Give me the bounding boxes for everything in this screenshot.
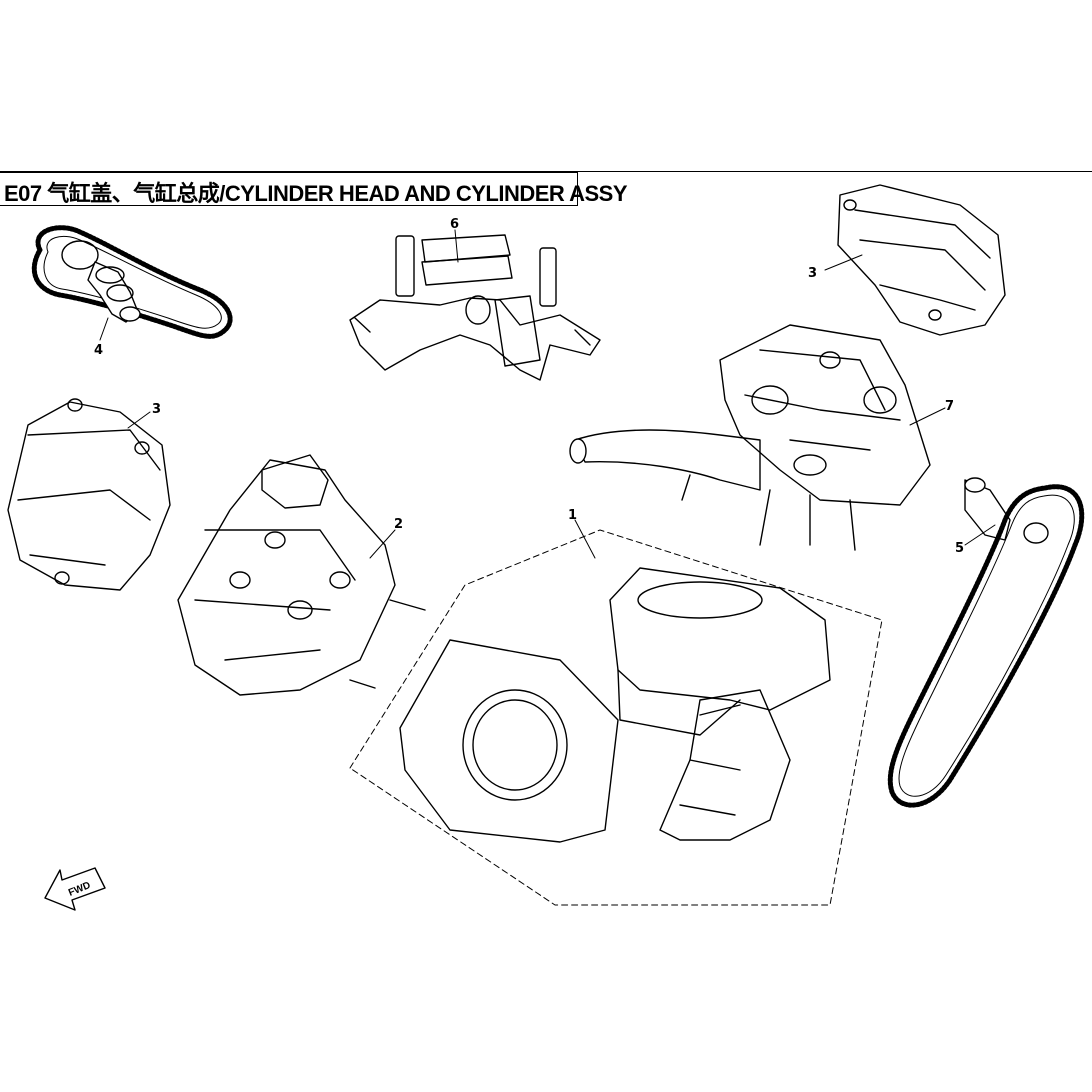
callout-1: 1 (568, 508, 577, 523)
part-1-cylinder-block (349, 529, 883, 906)
part-6-intake (349, 234, 601, 381)
part-4-cam-chain (31, 225, 233, 339)
part-7-cylinder-head (569, 324, 931, 551)
fwd-label: FWD (67, 880, 92, 899)
callout-3-right: 3 (808, 266, 817, 281)
title-box: E07 气缸盖、气缸总成/CYLINDER HEAD AND CYLINDER … (0, 172, 628, 206)
part-5-cam-chain-right (887, 477, 1085, 808)
part-3-valve-cover-right (837, 184, 1006, 336)
callout-7: 7 (945, 399, 954, 414)
callout-6: 6 (450, 217, 459, 232)
callout-4: 4 (94, 343, 103, 358)
diagram-title: E07 气缸盖、气缸总成/CYLINDER HEAD AND CYLINDER … (4, 181, 628, 206)
callout-5: 5 (955, 541, 964, 556)
part-3-valve-cover-left (7, 398, 171, 591)
header-rule (0, 171, 1092, 172)
part-2-cylinder-head (177, 454, 426, 696)
fwd-arrow-icon (44, 867, 106, 911)
callout-3-left: 3 (152, 402, 161, 417)
callout-2: 2 (394, 517, 403, 532)
